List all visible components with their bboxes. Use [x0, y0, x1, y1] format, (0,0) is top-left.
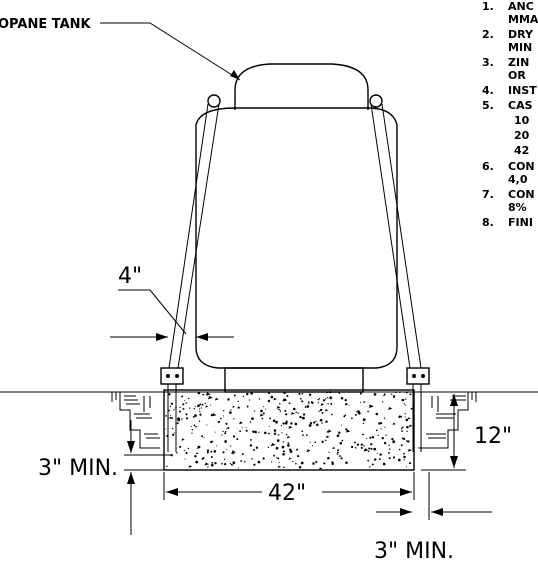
- note-7-line-2: 8%: [508, 201, 527, 214]
- note-5-line-4: 42: [514, 144, 529, 157]
- note-5-line-1: CAS: [508, 99, 533, 112]
- note-1-num: 1.: [482, 0, 494, 13]
- dim-42-arrow-left: [166, 488, 178, 496]
- dim-3-min-left-label: 3" MIN.: [38, 456, 118, 481]
- note-1-line-1: ANC: [508, 0, 534, 13]
- dim-12-label: 12": [474, 424, 512, 449]
- strap-right-inner: [370, 103, 411, 369]
- note-5-line-3: 20: [514, 129, 530, 142]
- note-7-num: 7.: [482, 188, 494, 201]
- lift-lug-right: [369, 94, 383, 108]
- strap-right-outer: [381, 103, 422, 369]
- note-1-line-2: MMA: [508, 13, 538, 26]
- lift-lug-left: [207, 94, 221, 108]
- note-6-num: 6.: [482, 160, 494, 173]
- note-2-num: 2.: [482, 28, 494, 41]
- tank-dome: [234, 63, 369, 110]
- tank-leader-arrowhead: [230, 70, 240, 80]
- soil-hatch-left: [108, 391, 160, 449]
- note-3-line-2: OR: [508, 69, 526, 82]
- tank-leader-line: [100, 22, 241, 81]
- dim-3-bottom-arrow-right: [400, 508, 412, 516]
- concrete-pad: [163, 389, 415, 471]
- tank-label: OPANE TANK: [0, 17, 92, 32]
- dim-4-label: 4": [118, 264, 142, 289]
- note-6-line-1: CON: [508, 160, 535, 173]
- dim-4-arrow-right: [196, 333, 208, 341]
- soil-hatch-right: [418, 391, 480, 449]
- note-6-line-2: 4,0: [508, 173, 528, 186]
- dim-3-arrow-up: [127, 472, 135, 484]
- anchor-bracket-right: [406, 367, 430, 385]
- note-4-line-1: INST: [508, 84, 537, 97]
- note-4-num: 4.: [482, 84, 494, 97]
- note-5-line-2: 10: [514, 114, 530, 127]
- dim-42-arrow-right: [400, 488, 412, 496]
- dim-3-bottom-arrow-left: [431, 508, 443, 516]
- dim-12-arrow-up: [450, 394, 458, 406]
- dim-3-min-bottom-label: 3" MIN.: [374, 539, 454, 563]
- strap-left-inner: [177, 103, 220, 369]
- note-2-line-2: MIN: [508, 41, 532, 54]
- notes-list: 1. ANC MMA 2. DRY MIN 3. ZIN OR 4. INST …: [482, 0, 538, 229]
- note-5-num: 5.: [482, 99, 494, 112]
- anchor-bracket-left: [160, 367, 184, 385]
- note-2-line-1: DRY: [508, 28, 534, 41]
- dim-12-arrow-down: [450, 456, 458, 468]
- note-3-line-1: ZIN: [508, 56, 529, 69]
- note-3-num: 3.: [482, 56, 494, 69]
- note-8-num: 8.: [482, 216, 494, 229]
- dim-4-leader: [149, 289, 187, 335]
- tank-body: [195, 107, 398, 369]
- concrete-aggregate: [165, 391, 413, 470]
- note-7-line-1: CON: [508, 188, 535, 201]
- dim-4-arrow-left: [156, 333, 168, 341]
- dim-42-label: 42": [268, 481, 306, 506]
- note-8-line-1: FINI: [508, 216, 533, 229]
- strap-left-outer: [168, 103, 209, 369]
- tank-skirt: [224, 367, 364, 393]
- dim-3-arrow-down: [127, 441, 135, 453]
